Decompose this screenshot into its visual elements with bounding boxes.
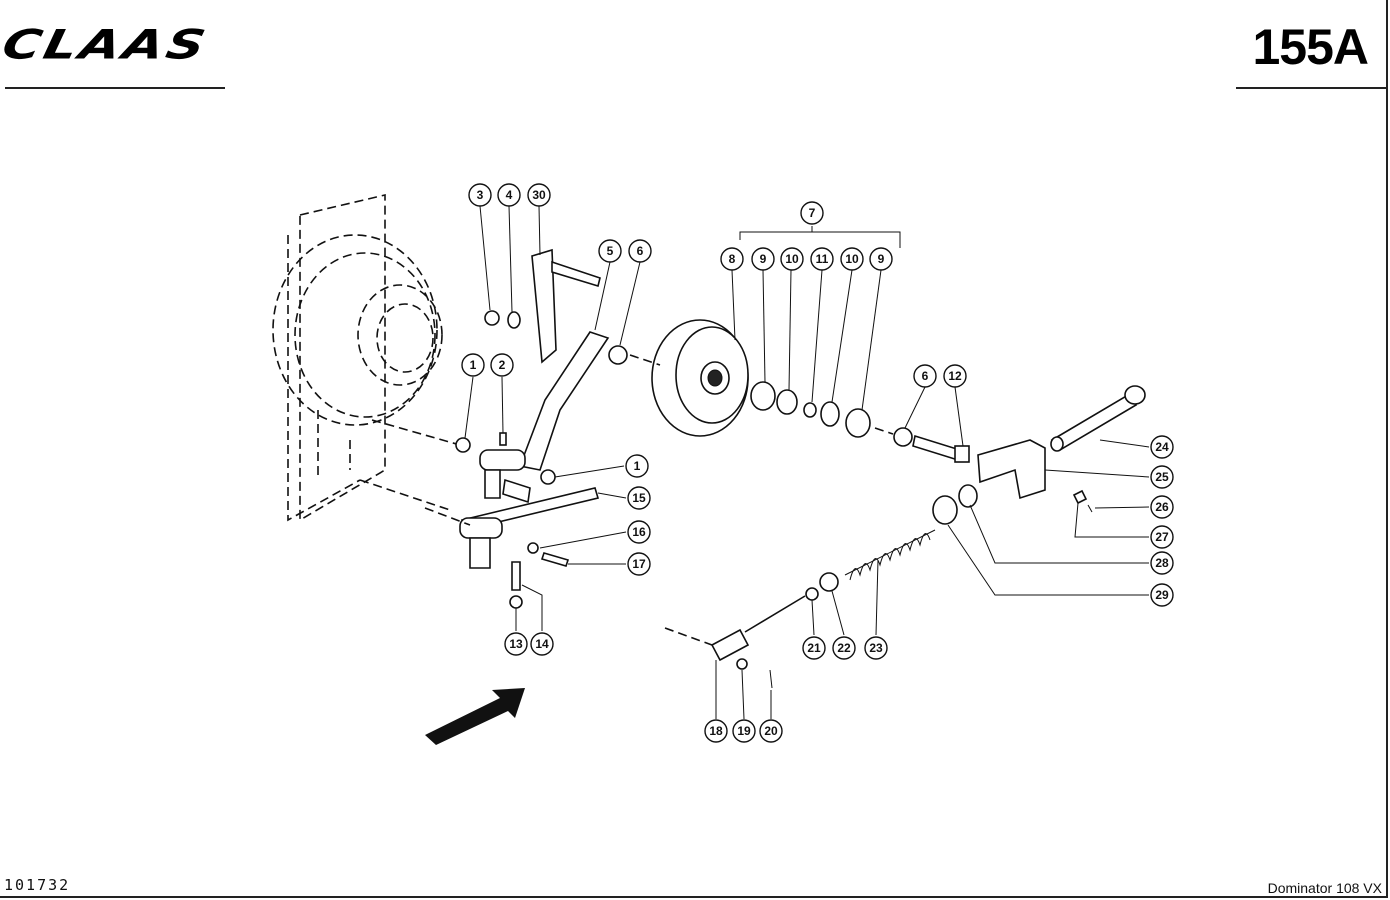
svg-text:21: 21	[807, 641, 821, 655]
svg-text:6: 6	[922, 369, 929, 383]
bracket-and-pin	[977, 385, 1146, 513]
svg-text:15: 15	[632, 491, 646, 505]
direction-arrow-icon	[425, 688, 525, 745]
svg-text:27: 27	[1155, 530, 1169, 544]
header-rule-left	[5, 87, 225, 89]
svg-text:7: 7	[809, 206, 816, 220]
callout-29: 29	[1150, 583, 1174, 607]
svg-text:3: 3	[477, 188, 484, 202]
svg-text:29: 29	[1155, 588, 1169, 602]
svg-text:20: 20	[764, 724, 778, 738]
svg-text:23: 23	[869, 641, 883, 655]
svg-text:18: 18	[709, 724, 723, 738]
svg-text:5: 5	[607, 244, 614, 258]
svg-text:14: 14	[535, 637, 549, 651]
svg-text:22: 22	[837, 641, 851, 655]
callout-1: 1	[625, 454, 649, 478]
callout-23: 23	[864, 636, 888, 660]
svg-text:8: 8	[729, 252, 736, 266]
svg-text:26: 26	[1155, 500, 1169, 514]
callout-26: 26	[1150, 495, 1174, 519]
callout-27: 27	[1150, 525, 1174, 549]
svg-text:9: 9	[878, 252, 885, 266]
callout-9: 9	[751, 247, 775, 271]
svg-text:19: 19	[737, 724, 751, 738]
tension-arm-assembly	[424, 248, 628, 609]
callout-25: 25	[1150, 465, 1174, 489]
svg-text:11: 11	[816, 252, 829, 266]
callout-13: 13	[504, 632, 528, 656]
svg-text:10: 10	[845, 252, 859, 266]
callout-11: 11	[810, 247, 834, 271]
callout-8: 8	[720, 247, 744, 271]
callout-12: 12	[943, 364, 967, 388]
callout-14: 14	[530, 632, 554, 656]
callout-30: 30	[527, 183, 551, 207]
callout-24: 24	[1150, 435, 1174, 459]
page-number: 155A	[1252, 19, 1369, 75]
callout-5: 5	[598, 239, 622, 263]
svg-text:12: 12	[948, 369, 962, 383]
callout-22: 22	[832, 636, 856, 660]
svg-text:24: 24	[1155, 440, 1169, 454]
callout-1: 1	[461, 353, 485, 377]
callout-21: 21	[802, 636, 826, 660]
model-name: Dominator 108 VX	[1267, 880, 1382, 896]
callout-4: 4	[497, 183, 521, 207]
callout-28: 28	[1150, 551, 1174, 575]
leader-lines	[464, 205, 1150, 720]
callout-16: 16	[627, 520, 651, 544]
pulley-housing	[272, 193, 461, 522]
spring-rod-assembly	[664, 484, 978, 689]
svg-text:1: 1	[634, 459, 641, 473]
callout-19: 19	[732, 719, 756, 743]
svg-text:2: 2	[499, 358, 506, 372]
svg-text:10: 10	[785, 252, 799, 266]
callout-17: 17	[627, 552, 651, 576]
callout-6: 6	[913, 364, 937, 388]
idler-pulley-assembly	[629, 319, 970, 463]
callout-10: 10	[840, 247, 864, 271]
callout-7: 7	[800, 201, 824, 225]
svg-text:9: 9	[760, 252, 767, 266]
callout-9: 9	[869, 247, 893, 271]
svg-text:28: 28	[1155, 556, 1169, 570]
svg-text:17: 17	[632, 557, 646, 571]
callout-2: 2	[490, 353, 514, 377]
callout-20: 20	[759, 719, 783, 743]
callout-3: 3	[468, 183, 492, 207]
callout-6: 6	[628, 239, 652, 263]
svg-text:4: 4	[506, 188, 513, 202]
callout-18: 18	[704, 719, 728, 743]
svg-text:13: 13	[509, 637, 523, 651]
svg-text:1: 1	[470, 358, 477, 372]
callout-10: 10	[780, 247, 804, 271]
header-rule-right	[1236, 87, 1386, 89]
svg-text:25: 25	[1155, 470, 1169, 484]
svg-text:6: 6	[637, 244, 644, 258]
svg-text:30: 30	[532, 188, 546, 202]
callout-15: 15	[627, 486, 651, 510]
document-id: 101732	[4, 876, 71, 894]
svg-text:16: 16	[632, 525, 646, 539]
